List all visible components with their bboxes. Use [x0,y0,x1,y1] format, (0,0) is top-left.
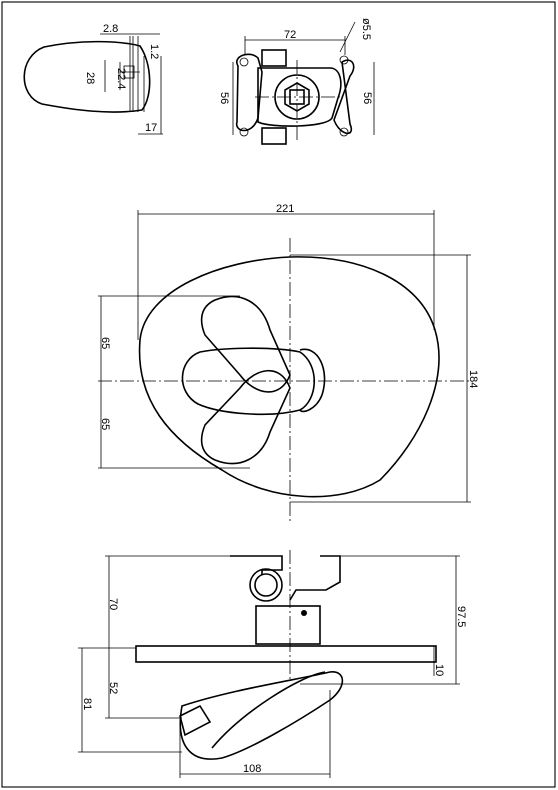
left-lug [235,53,263,132]
dim-56-right: 56 [361,92,373,104]
inlet-ring-outer [249,568,283,602]
lever-edge [211,671,326,749]
dim-1-2: 1.2 [148,44,160,59]
valve-body [257,67,342,127]
back-valve-view: 72 ø5.5 56 56 [218,18,375,145]
lever-profile-outline [23,40,151,113]
dim-52: 52 [107,682,119,694]
dim-56-left: 56 [218,92,230,104]
front-view: 221 65 65 184 [98,203,479,522]
small-side-view: 2.8 1.2 22.4 28 17 [23,23,163,135]
dim-22-4: 22.4 [115,68,127,89]
cover-plate [135,645,437,663]
dim-97-5: 97.5 [455,606,467,627]
dim-72: 72 [284,29,296,41]
lever-side [179,671,344,760]
hole-bottom-left [239,127,249,137]
hole-top-right [339,55,349,65]
hub [299,348,326,413]
dim-70: 70 [107,598,119,610]
valve-ring [274,74,320,120]
lever-tip [179,704,212,737]
lever-upper [200,295,291,393]
bottom-connector [261,127,287,145]
dim-65-upper: 65 [99,337,111,349]
body-dot [301,610,307,616]
valve-body-side [255,605,321,645]
hole-bottom-right [339,127,349,137]
dim-17: 17 [145,122,157,134]
side-view: 70 97.5 10 52 81 108 [78,550,467,778]
right-lug [333,59,355,135]
hole-leader [339,21,356,53]
dim-108: 108 [243,763,261,775]
dim-221: 221 [276,203,294,215]
top-connector [261,49,287,67]
inlet-ring-inner [254,573,278,597]
dim-184: 184 [467,370,479,388]
hole-top-left [239,57,249,67]
plate-outline [138,256,440,498]
dim-28: 28 [84,72,96,84]
dim-65-lower: 65 [99,418,111,430]
dim-10: 10 [433,664,445,676]
bracket-left [230,555,283,575]
lever-lower [200,369,291,465]
dim-2-8: 2.8 [103,23,118,35]
bracket-right [289,555,341,601]
dim-hole: ø5.5 [360,18,372,40]
dim-81: 81 [81,698,93,710]
